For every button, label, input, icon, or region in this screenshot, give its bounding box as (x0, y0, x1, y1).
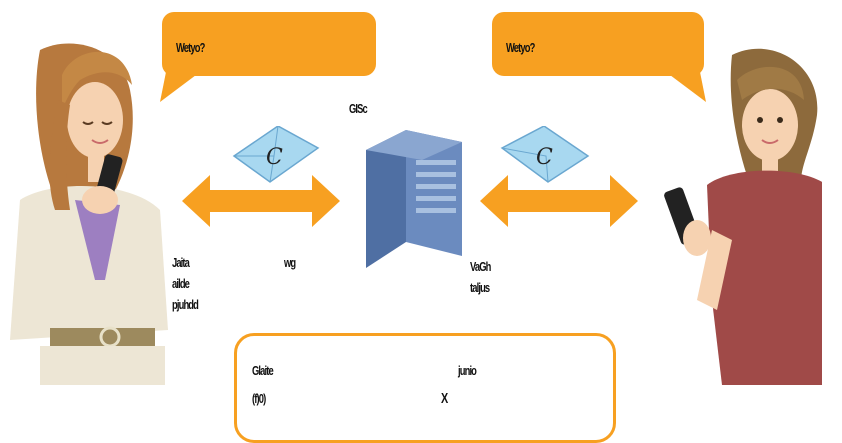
box-left-line: (f)0) (252, 391, 266, 406)
envelope-icon: C (500, 126, 590, 183)
speech-bubble-left: Wetyo? (162, 12, 376, 76)
box-right-top: junio (458, 363, 477, 378)
bubble-left-text: Wetyo? (176, 40, 205, 55)
right-label-line: taljus (470, 280, 490, 295)
bubble-left-tail (160, 72, 200, 102)
left-label-line: Jaita (172, 255, 190, 270)
right-label-line: VaGh (470, 259, 491, 274)
info-box (234, 333, 616, 443)
box-right-bottom: X (441, 390, 448, 407)
woman-right-illustration (664, 48, 822, 385)
svg-text:C: C (536, 145, 553, 170)
bubble-right-text: Wetyo? (506, 40, 535, 55)
double-arrow-icon (182, 175, 340, 227)
woman-left-illustration (10, 43, 168, 385)
server-label: GISc (349, 101, 368, 116)
middle-label: wg (284, 255, 296, 270)
box-left-line: Glaite (252, 363, 274, 378)
bubble-right-tail (666, 72, 706, 102)
left-label-line: pjuhdd (172, 297, 199, 312)
server-icon (366, 130, 462, 268)
svg-text:C: C (266, 145, 283, 170)
double-arrow-icon (480, 175, 638, 227)
speech-bubble-right: Wetyo? (492, 12, 704, 76)
envelope-icon: C (232, 126, 320, 183)
left-label-line: ailde (172, 276, 190, 291)
